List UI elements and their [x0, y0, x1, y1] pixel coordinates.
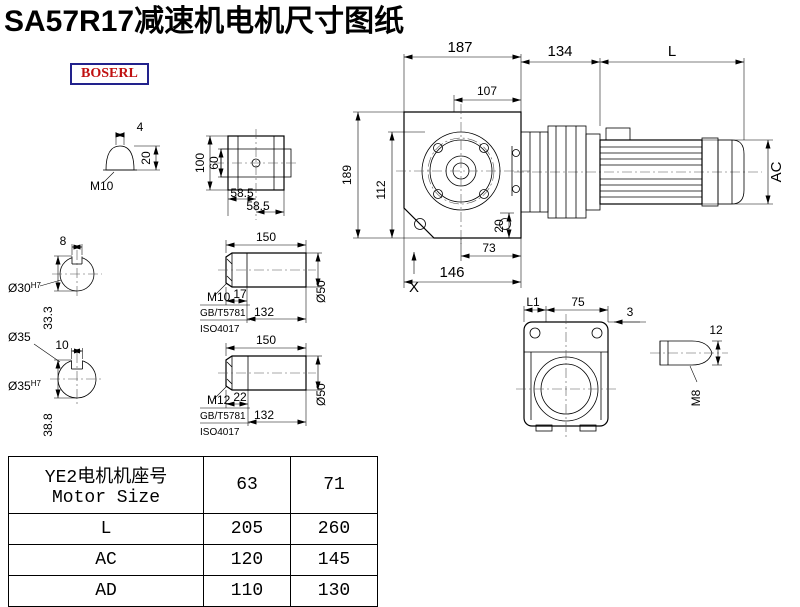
dim-top-585b: 58.5 — [246, 199, 270, 213]
table-header-cn: YE2电机机座号 — [44, 468, 168, 488]
bore-30-label: Ø30H7 — [8, 281, 41, 295]
shaft1-std2: ISO4017 — [200, 324, 240, 335]
dim-shaft2-d50: Ø50 — [314, 383, 328, 406]
view-shaft-section-35: Ø35 10 Ø35H7 38.8 — [8, 330, 104, 437]
dim-shaft2-132: 132 — [254, 408, 274, 422]
fitting-thread-label: M10 — [90, 179, 114, 193]
dim-key-10: 10 — [55, 338, 69, 352]
view-motor-side: 134 L AC — [514, 43, 785, 219]
dim-fitting-20: 20 — [139, 151, 153, 165]
view-shaft-section-30: 8 Ø30H7 33.3 — [8, 234, 102, 330]
dim-side-AC: AC — [768, 161, 785, 182]
shaft1-thread: M10 — [207, 290, 231, 304]
dim-bolt-12: 12 — [709, 323, 723, 337]
shaft2-std2: ISO4017 — [200, 427, 240, 438]
dim-key-depth-333: 33.3 — [41, 306, 55, 330]
dim-rear-75: 75 — [571, 295, 585, 309]
dim-front-187: 187 — [447, 39, 472, 56]
brand-logo: BOSERL — [70, 63, 149, 85]
technical-drawing: 20 4 M10 100 60 58.5 58.5 — [8, 39, 785, 438]
table-row: L 205 260 — [8, 513, 378, 545]
value-AC-71: 145 — [290, 544, 378, 576]
dim-rear-L1: L1 — [526, 295, 540, 309]
value-AD-63: 110 — [203, 575, 291, 607]
dim-fitting-4: 4 — [137, 120, 144, 134]
od-35-label: Ø35 — [8, 330, 31, 344]
table-row: AD 110 130 — [8, 575, 378, 607]
dim-front-107: 107 — [477, 84, 497, 98]
motor-size-table: YE2电机机座号 Motor Size 63 71 L 205 260 AC 1… — [8, 456, 378, 607]
page-title: SA57R17减速机电机尺寸图纸 — [4, 5, 405, 38]
dim-top-585a: 58.5 — [230, 186, 254, 200]
dim-front-146: 146 — [439, 264, 464, 281]
bolt-thread: M8 — [689, 389, 703, 406]
dim-shaft1-132: 132 — [254, 305, 274, 319]
dim-front-73: 73 — [482, 241, 496, 255]
shaft2-std1: GB/T5781 — [200, 411, 246, 422]
view-shaft-detail-1: 150 17 132 M10 GB/T5781 ISO4017 Ø50 — [200, 230, 328, 335]
value-AC-63: 120 — [203, 544, 291, 576]
view-gearbox-top: 100 60 58.5 58.5 — [193, 129, 298, 220]
dim-shaft1-150: 150 — [256, 230, 276, 244]
dim-front-112: 112 — [374, 180, 388, 199]
dim-shaft2-150: 150 — [256, 333, 276, 347]
view-grease-fitting: 20 4 M10 — [90, 120, 160, 193]
row-label-L: L — [8, 513, 204, 545]
dim-rear-3: 3 — [627, 305, 634, 319]
dim-shaft2-22: 22 — [233, 390, 247, 404]
view-rear: L1 75 3 — [516, 295, 646, 437]
view-shaft-detail-2: 150 22 132 M12 GB/T5781 ISO4017 Ø50 — [200, 333, 328, 438]
dim-top-100: 100 — [193, 153, 207, 173]
dim-key-8: 8 — [60, 234, 67, 248]
dim-shaft1-d50: Ø50 — [314, 280, 328, 303]
frame-size-71: 71 — [290, 456, 378, 514]
dim-front-20: 20 — [492, 219, 506, 233]
dim-front-189: 189 — [340, 165, 354, 185]
view-gearbox-front: 187 107 189 112 20 73 146 X — [340, 39, 530, 296]
shaft1-std1: GB/T5781 — [200, 308, 246, 319]
bore-35-label: Ø35H7 — [8, 379, 41, 393]
dim-top-60: 60 — [207, 156, 221, 170]
dim-shaft1-17: 17 — [233, 287, 247, 301]
row-label-AC: AC — [8, 544, 204, 576]
view-bolt-detail: 12 M8 — [650, 323, 728, 406]
dim-side-134: 134 — [547, 43, 572, 60]
value-AD-71: 130 — [290, 575, 378, 607]
table-header-en: Motor Size — [51, 488, 161, 508]
value-L-63: 205 — [203, 513, 291, 545]
dim-side-L: L — [668, 43, 676, 60]
value-L-71: 260 — [290, 513, 378, 545]
shaft2-thread: M12 — [207, 393, 231, 407]
row-label-AD: AD — [8, 575, 204, 607]
table-header-cell: YE2电机机座号 Motor Size — [8, 456, 204, 514]
axis-x-label: X — [409, 279, 419, 296]
table-row: AC 120 145 — [8, 544, 378, 576]
frame-size-63: 63 — [203, 456, 291, 514]
gearbox-outline — [403, 111, 522, 239]
dim-key-depth-388: 38.8 — [41, 413, 55, 437]
motor-body — [599, 139, 703, 205]
